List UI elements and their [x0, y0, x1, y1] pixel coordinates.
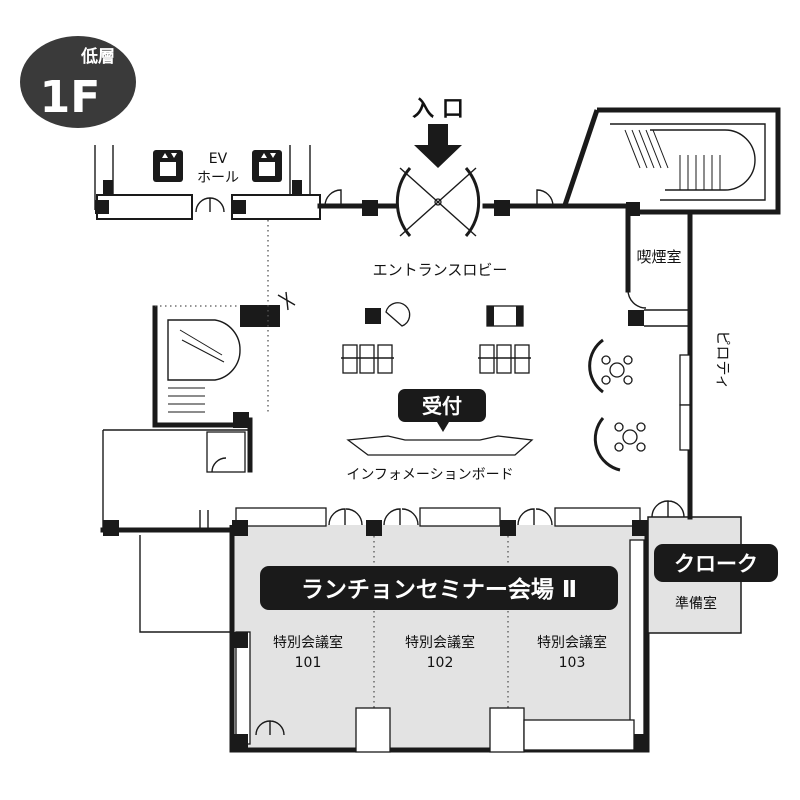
cloak-label: クローク [674, 552, 758, 576]
stairwell-left [152, 305, 280, 473]
lobby-label: エントランスロビー [373, 261, 508, 279]
arrow-down-icon [414, 124, 462, 168]
seminar-title: ランチョンセミナー会場 Ⅱ [301, 576, 577, 603]
cloak-area: クローク 準備室 [647, 500, 778, 634]
revolving-door [395, 167, 481, 237]
ev-hall-label-1: EV [209, 151, 228, 167]
elevator-icon [252, 150, 282, 182]
floor-badge: 低層 1F [20, 36, 136, 128]
room-102-name: 特別会議室 [405, 634, 475, 651]
round-table-icon [614, 422, 646, 452]
piloti-area: ピロティ [679, 330, 732, 451]
piloti-label: ピロティ [714, 330, 732, 389]
entrance-wall [317, 189, 628, 216]
prep-room-label: 準備室 [675, 595, 717, 612]
room-103-number: 103 [559, 655, 586, 671]
ev-hall: EV ホール [94, 145, 321, 220]
floor-badge-sub: 低層 [80, 46, 115, 67]
room-101-number: 101 [295, 655, 322, 671]
lobby-furniture [341, 302, 531, 374]
entrance-marker: 入 口 [412, 97, 464, 168]
info-board-label: インフォメーションボード [346, 467, 513, 483]
sofa-set-icon [341, 344, 394, 374]
lounge-seating [588, 338, 646, 472]
entrance-label: 入 口 [412, 97, 464, 122]
room-102-number: 102 [427, 655, 454, 671]
info-board [346, 435, 534, 456]
ev-hall-label-2: ホール [197, 170, 239, 186]
stairwell-top-right [562, 107, 781, 215]
left-annex [100, 429, 250, 633]
reception: 受付 インフォメーションボード [346, 389, 534, 483]
reception-label: 受付 [422, 394, 462, 418]
elevator-icon [153, 150, 183, 182]
floor-badge-main: 1F [40, 72, 101, 123]
round-table-icon [601, 355, 633, 385]
room-103-name: 特別会議室 [537, 634, 607, 651]
room-101-name: 特別会議室 [273, 634, 343, 651]
sofa-set-icon [478, 344, 531, 374]
seminar-hall: ランチョンセミナー会場 Ⅱ 特別会議室 101 特別会議室 102 特別会議室 … [229, 507, 650, 753]
smoking-room-label: 喫煙室 [636, 248, 681, 266]
